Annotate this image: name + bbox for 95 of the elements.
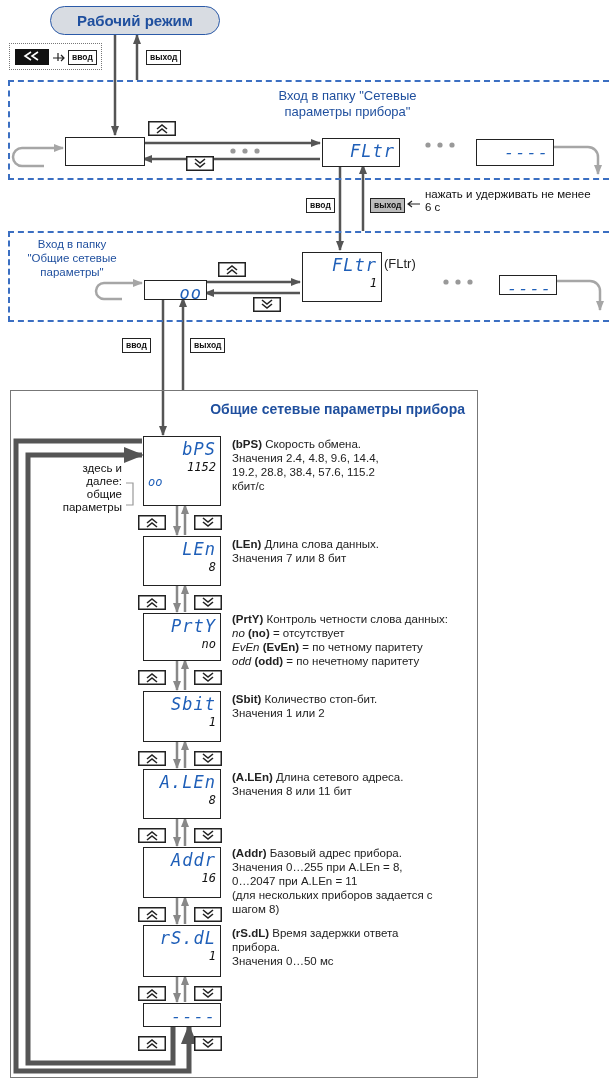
arrow [181, 504, 189, 535]
led-display [143, 925, 221, 977]
led-display [302, 252, 382, 302]
description-text: no (no) = отсутствует [232, 626, 346, 640]
display-box [65, 137, 145, 166]
led-display [143, 1003, 221, 1027]
arrow [94, 279, 143, 301]
display-code: oo [178, 282, 202, 304]
arrow [173, 976, 181, 1003]
display-value: oo [148, 475, 164, 490]
description-text: (PrtY) Контроль четности слова данных: [232, 612, 449, 626]
display-code: ---- [170, 1005, 216, 1027]
led-display [143, 613, 221, 661]
folder-title: Вход в папку "Сетевые параметры прибора" [277, 88, 418, 120]
description-text: Значения 0…255 при A.LEn = 8, [232, 860, 404, 874]
key-label: выход [146, 50, 182, 65]
arrow [173, 660, 181, 691]
note-text: нажать и удерживать не менее 6 с [425, 188, 592, 214]
display-value: 8 [207, 793, 216, 808]
description-text: odd (odd) = по нечетному паритету [232, 654, 421, 668]
arrow [181, 740, 189, 768]
display-code: bPS [181, 438, 216, 460]
arrow [25, 447, 176, 1066]
description-text: Значения 0…50 мс [232, 954, 335, 968]
display-code: ---- [503, 141, 549, 163]
arrow [181, 584, 189, 612]
led-display [143, 536, 221, 586]
arrow [181, 817, 189, 846]
description-text: (bPS) Скорость обмена. Значения 2.4, 4.8, 9.6, 14.4, 19.2, 28.8, 38.4, 57.6, 115.2 кбит/с [232, 437, 380, 493]
display-value: 1152 [186, 460, 216, 475]
key-label: ввод [68, 50, 97, 65]
description-text: Значения 7 или 8 бит [232, 551, 348, 565]
folder-title: Вход в папку "Общие сетевые параметры" [26, 238, 118, 280]
arrow [111, 35, 119, 136]
parameter-code: (FLtr) [384, 257, 417, 271]
led-display [322, 138, 400, 167]
arrow [173, 897, 181, 925]
led-display [143, 436, 221, 506]
key-label: ввод [122, 338, 151, 353]
description-text: Значения 8 или 11 бит [232, 784, 353, 798]
arrow [173, 505, 181, 536]
description-text: (Addr) Базовый адрес прибора. [232, 846, 403, 860]
display-code: rS.dL [158, 927, 216, 949]
display-value: 1 [207, 949, 216, 964]
description-text: EvEn (EvEn) = по четному паритету [232, 640, 424, 654]
display-code: FLtr [331, 254, 377, 276]
mode-pill: Рабочий режим [50, 6, 220, 35]
arrow [552, 145, 602, 175]
parameter-panel [10, 390, 478, 1078]
display-code: FLtr [349, 140, 395, 162]
display-code: Addr [169, 849, 216, 871]
display-code: ---- [506, 277, 552, 299]
arrow [133, 34, 141, 80]
description-text: (rS.dL) Время задержки ответа прибора. [232, 926, 400, 954]
note-text: здесь и далее: общие параметры [61, 462, 122, 514]
arrow [159, 298, 167, 436]
description-text: (A.LEn) Длина сетевого адреса. [232, 770, 405, 784]
display-value: 16 [200, 871, 216, 886]
display-value: 1 [207, 715, 216, 730]
led-display [143, 691, 221, 742]
arrow [205, 278, 301, 286]
key-label: выход [190, 338, 226, 353]
arrow [173, 741, 181, 769]
description-text: 0…2047 при A.LEn = 11 [232, 874, 359, 888]
led-display [499, 275, 557, 295]
display-value: 1 [368, 276, 377, 291]
key-label: выход [370, 198, 406, 213]
led-display [144, 280, 207, 300]
display-code: A.LEn [158, 771, 216, 793]
arrow [13, 438, 197, 1074]
arrow [11, 144, 64, 168]
display-code: Sbit [170, 693, 216, 715]
display-value: no [200, 637, 216, 652]
arrow [181, 896, 189, 924]
display-value: 8 [207, 560, 216, 575]
led-display [143, 769, 221, 819]
arrow [181, 659, 189, 690]
panel-title: Общие сетевые параметры прибора [210, 401, 465, 417]
display-code: PrtY [170, 615, 216, 637]
led-display [476, 139, 554, 166]
arrow [173, 818, 181, 847]
arrow [555, 279, 604, 311]
description-text: (LEn) Длина слова данных. [232, 537, 381, 551]
arrow [336, 165, 344, 251]
arrow [143, 139, 321, 147]
led-display [143, 847, 221, 898]
arrow [181, 975, 189, 1002]
arrow [173, 585, 181, 613]
key-label: ввод [306, 198, 335, 213]
description-text: Значения 1 или 2 [232, 706, 326, 720]
description-text: (для нескольких приборов задается с шагом 8) [232, 888, 434, 916]
folder-band [8, 231, 609, 322]
display-code: LEn [181, 538, 216, 560]
description-text: (Sbit) Количество стоп-бит. [232, 692, 379, 706]
folder-band [8, 80, 609, 180]
